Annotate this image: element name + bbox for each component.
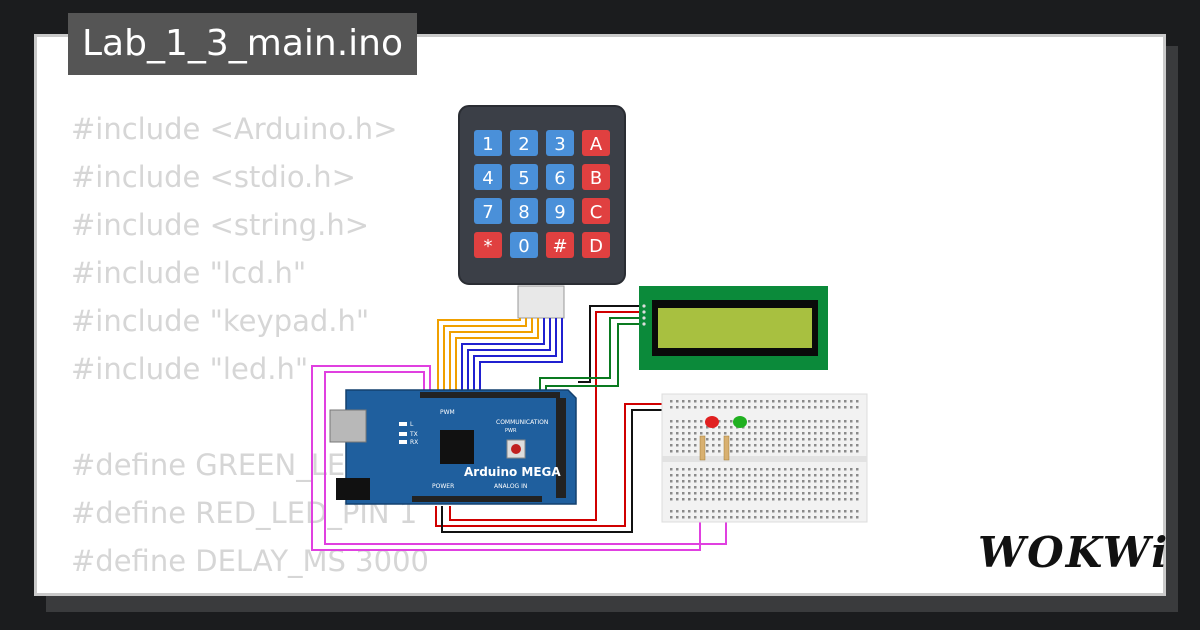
keypad-key-label: # <box>552 236 567 257</box>
keypad[interactable]: 1 2 3 A 4 5 6 B 7 8 9 C * 0 # D <box>458 105 626 319</box>
wokwi-logo: WOKWi <box>978 528 1170 577</box>
keypad-key[interactable]: 9 <box>546 198 574 224</box>
arduino-mega[interactable]: L TX RX PWM COMMUNICATION PWR Arduino ME… <box>329 389 577 505</box>
code-line: #define MAX_CODE_LENGTH 5 <box>71 585 518 593</box>
keypad-key-label: C <box>590 202 603 223</box>
arduino-title: Arduino MEGA <box>464 465 561 479</box>
resistors <box>699 435 730 461</box>
keypad-key[interactable]: 1 <box>474 130 502 156</box>
keypad-connector <box>517 285 565 319</box>
keypad-key-label: 6 <box>554 168 565 189</box>
led-l <box>399 422 407 426</box>
code-line: #include "lcd.h" <box>71 256 307 290</box>
keypad-key-label: * <box>484 236 493 257</box>
keypad-key-label: 7 <box>482 202 493 223</box>
led-rx-label: RX <box>410 439 418 446</box>
keypad-key[interactable]: D <box>582 232 610 258</box>
circuit-wires <box>311 305 727 551</box>
mcu-chip <box>440 430 474 464</box>
keypad-key[interactable]: # <box>546 232 574 258</box>
lcd-display[interactable] <box>639 286 828 370</box>
keypad-key[interactable]: 7 <box>474 198 502 224</box>
keypad-key-label: 0 <box>518 236 529 257</box>
green-led <box>733 416 747 428</box>
keypad-key-label: B <box>590 168 602 189</box>
led-l-label: L <box>410 421 414 428</box>
keypad-key-label: 2 <box>518 134 529 155</box>
keypad-key[interactable]: 4 <box>474 164 502 190</box>
code-line: #define GREEN_LE <box>71 448 346 482</box>
reset-button-cap <box>511 444 521 454</box>
keypad-key[interactable]: * <box>474 232 502 258</box>
keypad-key-label: 1 <box>482 134 493 155</box>
keypad-key[interactable]: 5 <box>510 164 538 190</box>
keypad-key-label: A <box>590 134 603 155</box>
keypad-key[interactable]: 0 <box>510 232 538 258</box>
pwr-label: PWR <box>505 428 517 434</box>
keypad-key-label: 3 <box>554 134 565 155</box>
keypad-key-label: 8 <box>518 202 529 223</box>
keypad-wires <box>437 318 563 394</box>
lcd-pins <box>642 304 646 326</box>
keypad-key[interactable]: B <box>582 164 610 190</box>
keypad-key[interactable]: 3 <box>546 130 574 156</box>
led-tx-label: TX <box>409 431 418 438</box>
lcd-screen <box>658 308 812 348</box>
keypad-key-label: 9 <box>554 202 565 223</box>
code-line: #include <Arduino.h> <box>71 112 398 146</box>
digital-header <box>420 392 560 398</box>
pwm-label: PWM <box>440 409 455 416</box>
side-header <box>556 398 566 498</box>
keypad-key[interactable]: 6 <box>546 164 574 190</box>
keypad-keys: 1 2 3 A 4 5 6 B 7 8 9 C * 0 # D <box>474 130 610 258</box>
code-line: #include <string.h> <box>71 208 370 242</box>
keypad-key-label: 4 <box>482 168 493 189</box>
keypad-key[interactable]: 8 <box>510 198 538 224</box>
red-led <box>705 416 719 428</box>
keypad-key-label: 5 <box>518 168 529 189</box>
led-tx <box>399 432 407 436</box>
keypad-key[interactable]: C <box>582 198 610 224</box>
power-label: POWER <box>432 483 454 490</box>
breadboard[interactable] <box>661 393 868 523</box>
keypad-key[interactable]: A <box>582 130 610 156</box>
communication-label: COMMUNICATION <box>496 419 548 426</box>
code-background: #include <Arduino.h> #include <stdio.h> #i… <box>71 105 518 593</box>
led-rx <box>399 440 407 444</box>
keypad-key[interactable]: 2 <box>510 130 538 156</box>
usb-port <box>329 409 367 443</box>
keypad-key-label: D <box>589 236 603 257</box>
analog-header <box>412 496 542 502</box>
file-name-tab: Lab_1_3_main.ino <box>68 13 418 75</box>
breadboard-gap <box>662 456 867 462</box>
code-line: #include <stdio.h> <box>71 160 356 194</box>
power-jack <box>336 478 370 500</box>
code-line: #include "keypad.h" <box>71 304 370 338</box>
code-line: #include "led.h" <box>71 352 309 386</box>
analog-label: ANALOG IN <box>494 483 527 490</box>
